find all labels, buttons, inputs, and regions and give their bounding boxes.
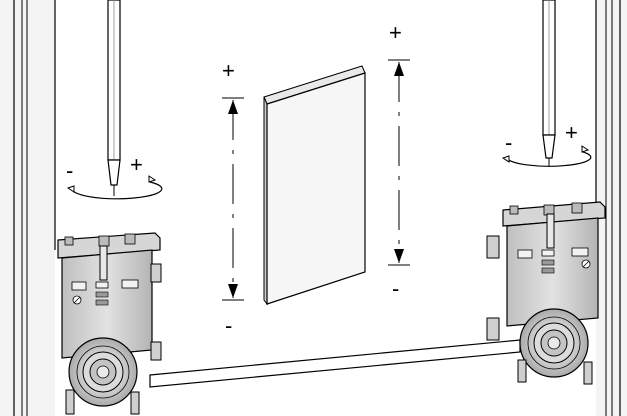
left-rotation-minus-sign: - (66, 158, 73, 183)
right-height-minus-sign: - (392, 276, 399, 301)
right-rotation-minus-sign: - (505, 130, 512, 155)
right-cabinet-wall (595, 0, 627, 416)
left-cabinet-wall (0, 0, 56, 416)
right-damper-knob (519, 308, 589, 378)
left-screwdriver (107, 0, 121, 196)
left-rotation-plus-sign: + (130, 152, 143, 177)
left-height-plus-sign: + (222, 58, 235, 83)
right-rotation-plus-sign: + (565, 120, 578, 145)
left-damper-knob (68, 337, 138, 407)
left-rotation-arrow (66, 175, 163, 200)
right-height-plus-sign: + (389, 20, 402, 45)
left-height-range-arrow (222, 97, 244, 301)
left-hinge-assembly (57, 232, 162, 415)
right-rotation-arrow (501, 145, 592, 167)
right-hinge-assembly (486, 201, 606, 385)
door-panel (263, 65, 366, 306)
connecting-rod (149, 339, 521, 388)
right-screwdriver (542, 0, 556, 166)
left-height-minus-sign: - (225, 313, 232, 338)
right-height-range-arrow (388, 59, 410, 266)
